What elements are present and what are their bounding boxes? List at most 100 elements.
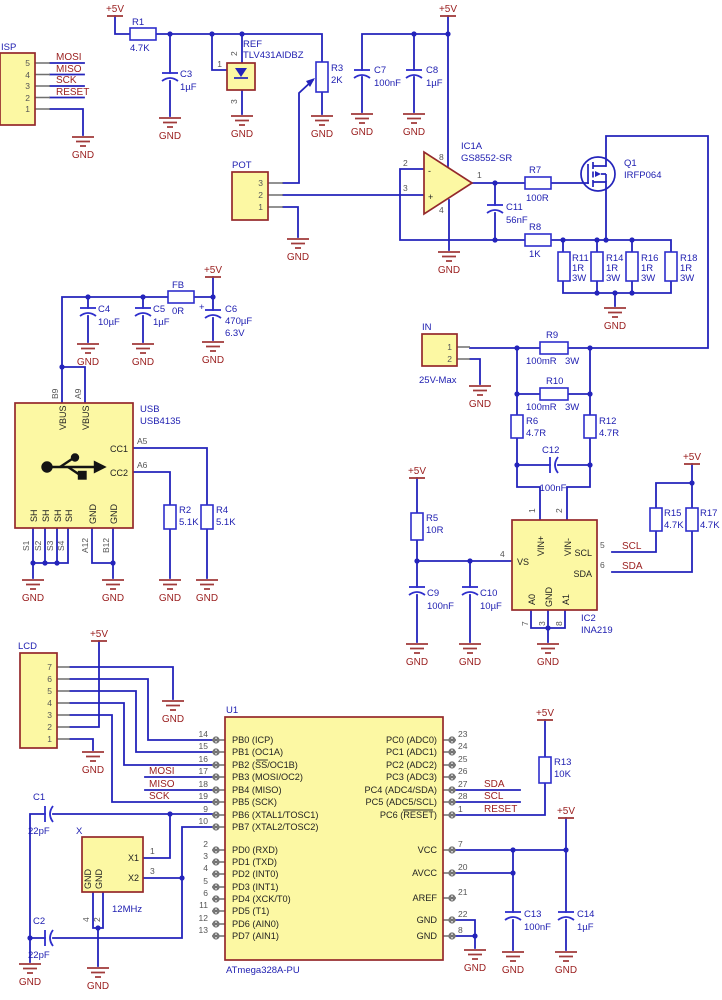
r17-value: 4.7K — [700, 520, 720, 531]
capacitor-c9: C9 100nF — [408, 586, 454, 612]
capacitor-c12: C12 100nF — [540, 445, 567, 494]
u1-pc2: PC2 (ADC2) — [386, 760, 437, 770]
p5v-label: +5V — [408, 466, 426, 477]
x-gnd2: GND — [94, 869, 104, 890]
net-label-reset: RESET — [56, 87, 89, 98]
lcd-pin-1: 1 — [47, 734, 52, 744]
u1-pd0: PD0 (RXD) — [232, 845, 278, 855]
r4-name: R4 — [216, 505, 228, 516]
c6-value: 470µF — [225, 316, 252, 327]
c4-value: 10µF — [98, 317, 120, 328]
u1-num-1: 1 — [458, 804, 463, 814]
ic1-value: GS8552-SR — [461, 153, 512, 164]
u1-pc6: PC6 (RESET) — [380, 810, 437, 820]
ic1-minus: - — [428, 166, 431, 176]
net-label-mosi-u1: MOSI — [149, 766, 175, 777]
x-value: 12MHz — [112, 904, 142, 915]
ic2-value: INA219 — [581, 625, 613, 636]
pot-pin-2: 2 — [258, 190, 263, 200]
r1-name: R1 — [132, 17, 144, 28]
connector-isp: ISP 5 4 3 2 1 MOSI MISO SCK RESET — [0, 42, 89, 126]
net-label-scl-ic2: SCL — [622, 541, 642, 552]
x-pin-2: 2 — [92, 917, 102, 922]
ic2-gnd: GND — [544, 587, 554, 608]
wiper-arrow-icon — [306, 78, 315, 87]
u1-pb7: PB7 (XTAL2/TOSC2) — [232, 822, 318, 832]
gnd-label: GND — [403, 127, 425, 138]
c1-value: 22pF — [28, 826, 50, 837]
u1-num-3: 3 — [203, 851, 208, 861]
u1-num-16: 16 — [199, 754, 209, 764]
net-label-reset-u1: RESET — [484, 804, 517, 815]
u1-num-24: 24 — [458, 741, 468, 751]
resistor-r9: R9 100mR 3W — [526, 330, 579, 367]
gnd-label: GND — [19, 977, 41, 988]
pot-pin-1: 1 — [258, 202, 263, 212]
u1-num-10: 10 — [199, 816, 209, 826]
c6-plus: + — [199, 302, 205, 313]
x-gnd1: GND — [83, 869, 93, 890]
r16-value: 1R — [641, 263, 653, 274]
x-x2: X2 — [128, 873, 139, 883]
lcd-pin-2: 2 — [47, 722, 52, 732]
u1-num-15: 15 — [199, 741, 209, 751]
resistor-r4: R4 5.1K — [200, 504, 236, 530]
p5v-label: +5V — [557, 806, 575, 817]
gnd-label: GND — [102, 593, 124, 604]
gnd-label: GND — [162, 714, 184, 725]
usb-pin-s4: S4 — [56, 540, 66, 551]
u1-pb6: PB6 (XTAL1/TOSC1) — [232, 810, 318, 820]
r13-name: R13 — [554, 757, 571, 768]
resistor-r6: R6 4.7R — [510, 414, 546, 439]
usb-pin-a12: A12 — [80, 538, 90, 553]
u1-num-28: 28 — [458, 791, 468, 801]
q1-name: Q1 — [624, 158, 637, 169]
net-label-sck: SCK — [56, 75, 77, 86]
resistor-r18: R18 1R 3W — [664, 251, 697, 284]
r5-value: 10R — [426, 525, 444, 536]
u1-pc4: PC4 (ADC4/SDA) — [365, 785, 438, 795]
gnd-label: GND — [196, 593, 218, 604]
c14-value: 1µF — [577, 922, 594, 933]
pot-name: POT — [232, 160, 252, 171]
u1-name: U1 — [226, 705, 238, 716]
ic2-pin-3: 3 — [537, 621, 547, 626]
u1-num-11: 11 — [199, 900, 208, 910]
resistor-r2: R2 5.1K — [163, 504, 199, 530]
usb-pin-b12: B12 — [101, 538, 111, 553]
u1-gnd8: GND — [417, 931, 438, 941]
c10-name: C10 — [480, 588, 497, 599]
gnd-label: GND — [555, 965, 577, 976]
usb-vbus-a: VBUS — [81, 405, 91, 430]
resistor-r16: R16 1R 3W — [625, 251, 658, 284]
u1-value: ATmega328A-PU — [226, 965, 300, 976]
ic2-a1: A1 — [561, 594, 571, 605]
u1-num-20: 20 — [458, 862, 468, 872]
net-label-miso: MISO — [56, 64, 82, 75]
ref-name: REF — [243, 39, 262, 50]
u1-pd1: PD1 (TXD) — [232, 857, 277, 867]
capacitor-c7: C7 100nF — [353, 65, 401, 89]
u1-avcc: AVCC — [412, 868, 437, 878]
gnd-label: GND — [22, 593, 44, 604]
ic2-sda: SDA — [573, 569, 592, 579]
resistor-r17: R17 4.7K — [685, 507, 720, 532]
ic1-pin-1: 1 — [477, 170, 482, 180]
in-pin-1: 1 — [447, 342, 452, 352]
c13-name: C13 — [524, 909, 541, 920]
u1-num-27: 27 — [458, 779, 468, 789]
ic2-pin-8: 8 — [554, 621, 564, 626]
c9-value: 100nF — [427, 601, 454, 612]
r8-name: R8 — [529, 222, 541, 233]
isp-pin-1: 1 — [25, 104, 30, 114]
r12-name: R12 — [599, 416, 616, 427]
gnd-label: GND — [311, 129, 333, 140]
c3-name: C3 — [180, 69, 192, 80]
u1-pc5: PC5 (ADC5/SCL) — [366, 797, 437, 807]
u1-num-13: 13 — [199, 925, 209, 935]
resistor-r8: R8 1K — [524, 222, 552, 260]
capacitor-c13: C13 100nF — [504, 909, 551, 933]
resistor-r11: R11 1R 3W — [557, 251, 589, 284]
fb-value: 0R — [172, 306, 184, 317]
r7-name: R7 — [529, 165, 541, 176]
